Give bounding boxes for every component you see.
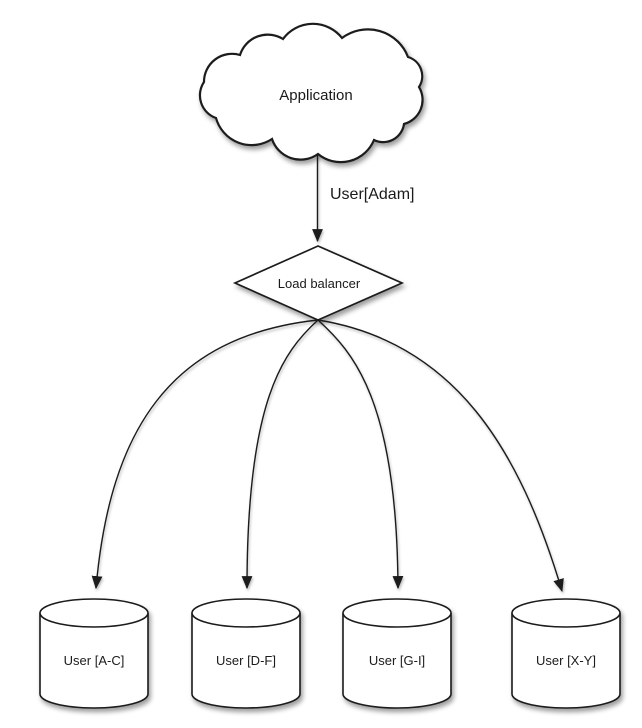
cylinder-body — [511, 613, 621, 709]
edge-application-to-loadbalancer: User[Adam] — [312, 154, 414, 243]
edge-to-shard-a-c — [91, 319, 319, 590]
edges-loadbalancer-to-shards — [91, 319, 564, 593]
shard-a-c-label: User [A-C] — [64, 653, 125, 668]
application-cloud-node: Application — [198, 22, 424, 164]
load-balancer-node: Load balancer — [232, 245, 405, 321]
shard-d-f-label: User [D-F] — [216, 653, 276, 668]
application-label: Application — [279, 87, 352, 104]
cylinder-body — [191, 613, 301, 709]
edge-to-shard-g-i — [317, 319, 404, 590]
cloud-shape — [198, 22, 424, 164]
edge-to-shard-x-y — [317, 319, 564, 593]
shard-cylinder-g-i: User [G-I] — [342, 598, 452, 709]
cylinder-body — [342, 613, 452, 709]
cylinder-top — [39, 598, 149, 628]
shard-cylinder-a-c: User [A-C] — [39, 598, 149, 709]
cylinder-top — [511, 598, 621, 628]
load-balancer-label: Load balancer — [278, 276, 361, 291]
shard-cylinder-x-y: User [X-Y] — [511, 598, 621, 709]
cylinder-body — [39, 613, 149, 709]
edge-user-adam-label: User[Adam] — [330, 186, 414, 203]
cylinder-top — [191, 598, 301, 628]
shard-g-i-label: User [G-I] — [369, 653, 425, 668]
cylinder-top — [342, 598, 452, 628]
shard-cylinder-d-f: User [D-F] — [191, 598, 301, 709]
edge-to-shard-d-f — [241, 319, 319, 590]
shard-x-y-label: User [X-Y] — [536, 653, 596, 668]
